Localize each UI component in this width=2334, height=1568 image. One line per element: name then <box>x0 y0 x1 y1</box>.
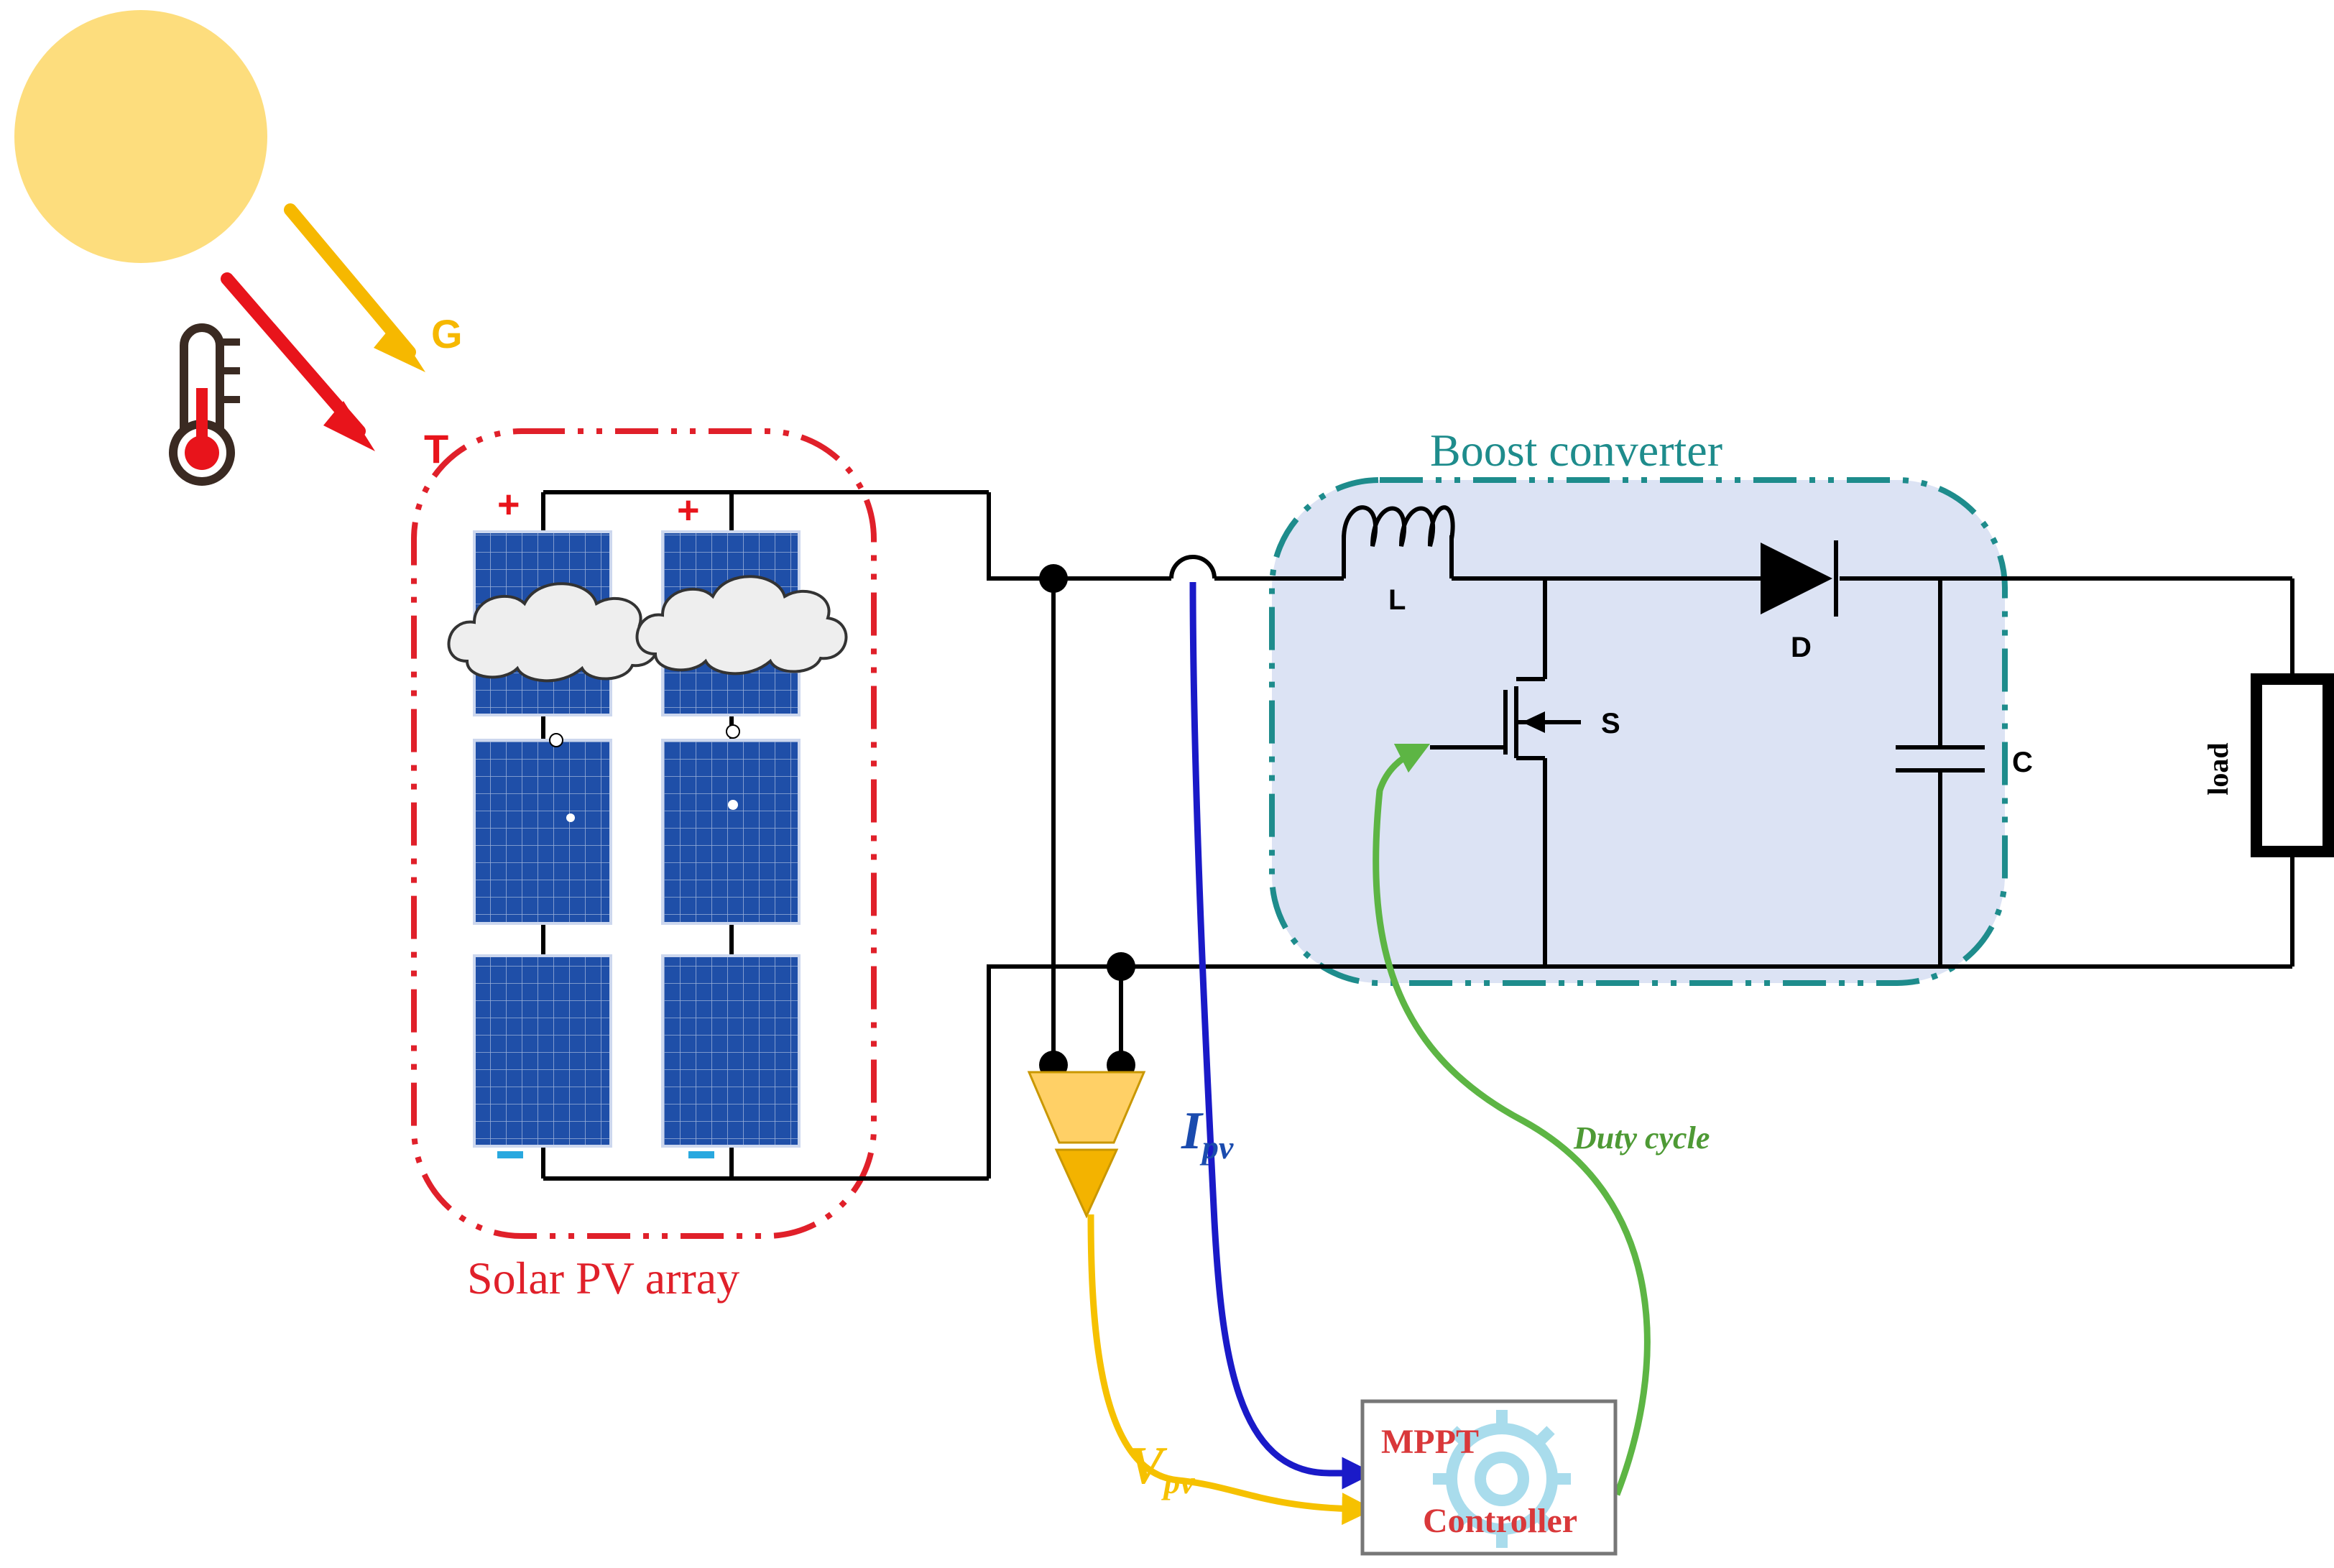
duty-cycle-line <box>1373 743 1651 1496</box>
thermometer-icon <box>169 323 240 486</box>
switch-symbol <box>1430 578 1581 967</box>
capacitor-label: C <box>2012 747 2033 778</box>
capacitor-symbol <box>1896 578 1985 967</box>
voltage-signal-label: Vpv <box>1128 1436 1195 1500</box>
junction-node <box>1039 564 1068 593</box>
boost-converter-label: Boost converter <box>1430 425 1722 476</box>
pv-array-label: Solar PV array <box>467 1253 739 1304</box>
pv-array-boundary <box>411 428 877 1239</box>
junction-node <box>1107 952 1135 981</box>
irradiance-arrowhead <box>374 323 425 372</box>
voltage-signal-line <box>1087 1214 1375 1526</box>
load-label: load <box>2202 742 2234 795</box>
inductor-label: L <box>1388 584 1406 616</box>
current-signal-line <box>1189 581 1375 1490</box>
current-signal-label: Ipv <box>1181 1102 1234 1166</box>
controller-label-line2: Controller <box>1423 1502 1577 1540</box>
boost-converter-region <box>1269 477 2008 986</box>
voltage-sensor <box>1027 1071 1146 1219</box>
minus-label-2 <box>688 1151 714 1158</box>
controller-label-line1: MPPT <box>1381 1423 1479 1461</box>
temperature-arrow <box>221 272 366 438</box>
duty-cycle-label: Duty cycle <box>1573 1120 1710 1156</box>
irradiance-label: G <box>431 311 463 356</box>
plus-label-1: + <box>497 483 520 526</box>
load-symbol <box>2251 673 2334 857</box>
switch-label: S <box>1601 708 1620 739</box>
gear-icon <box>1433 1410 1571 1548</box>
inductor-symbol <box>1342 505 1455 578</box>
diode-label: D <box>1791 632 1812 663</box>
plus-label-2: + <box>677 489 700 532</box>
cloud-icon <box>447 575 848 683</box>
main-circuit-wiring <box>987 492 2294 1179</box>
minus-label-1 <box>497 1151 523 1158</box>
temperature-arrowhead <box>323 401 375 451</box>
sun-icon <box>14 10 267 263</box>
diode-symbol <box>1761 540 1838 617</box>
